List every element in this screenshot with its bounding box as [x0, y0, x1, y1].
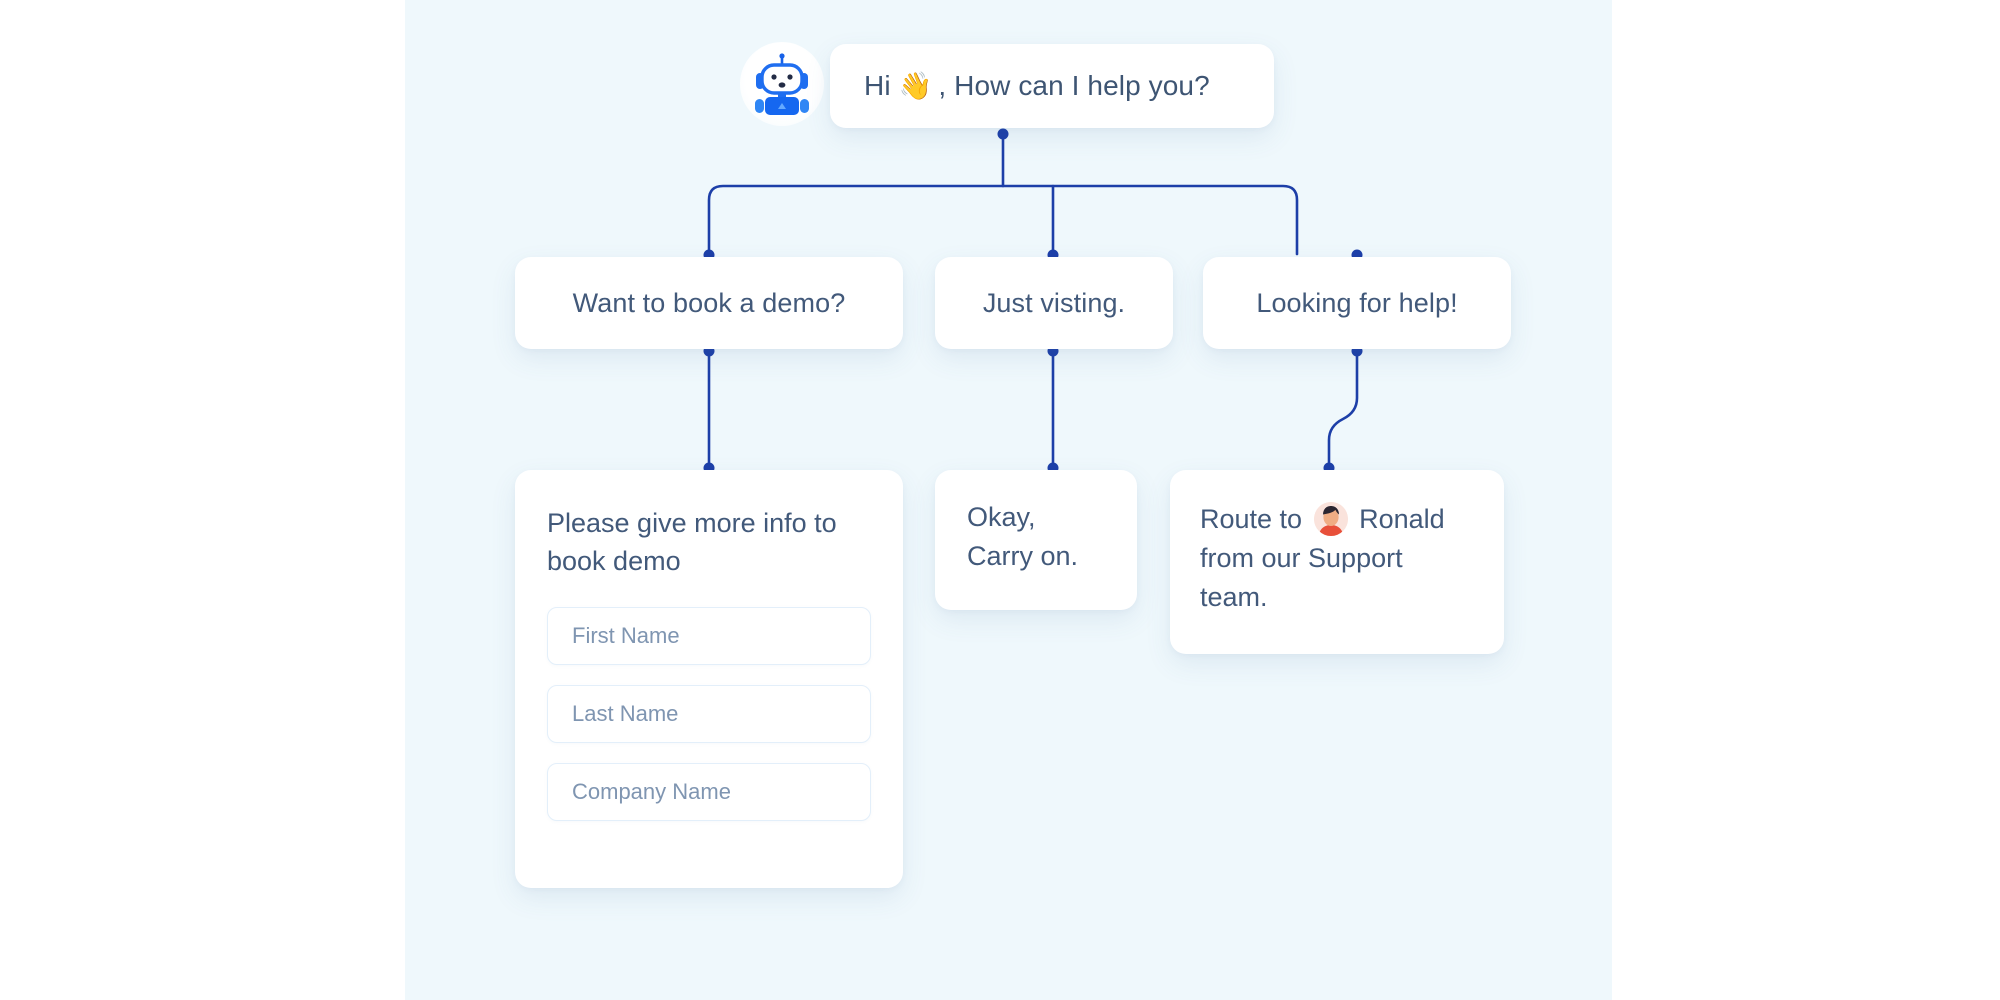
okay-carry-on-card[interactable]: Okay, Carry on. — [935, 470, 1137, 610]
last-name-input[interactable] — [547, 684, 871, 743]
choice-label: Just visting. — [982, 287, 1126, 318]
choice-label: Looking for help! — [1256, 287, 1458, 318]
greeting-suffix: , How can I help you? — [938, 70, 1210, 101]
okay-line-2: Carry on. — [967, 541, 1079, 572]
person-avatar-icon — [1313, 502, 1348, 536]
route-agent-name: Ronald — [1359, 504, 1445, 534]
okay-line-1: Okay, — [967, 502, 1036, 532]
choice-node-visiting[interactable]: Just visting. — [935, 257, 1173, 349]
choice-node-help[interactable]: Looking for help! — [1203, 257, 1511, 349]
robot-avatar-icon — [740, 42, 824, 126]
waving-hand-icon: 👋 — [898, 70, 933, 102]
route-to-agent-card[interactable]: Route to Ronald from our Support team. — [1170, 470, 1504, 654]
route-suffix: from our Support team. — [1200, 543, 1403, 613]
greeting-prefix: Hi — [864, 70, 891, 101]
route-prefix: Route to — [1200, 504, 1303, 534]
choice-node-demo[interactable]: Want to book a demo? — [515, 257, 903, 349]
lead-capture-form-card[interactable]: Please give more info to book demo — [515, 470, 903, 888]
bot-greeting-bubble[interactable]: Hi 👋 , How can I help you? — [830, 44, 1274, 128]
first-name-input[interactable] — [547, 606, 871, 665]
form-title: Please give more info to book demo — [547, 508, 837, 577]
choice-label: Want to book a demo? — [572, 287, 846, 318]
company-name-input[interactable] — [547, 762, 871, 821]
